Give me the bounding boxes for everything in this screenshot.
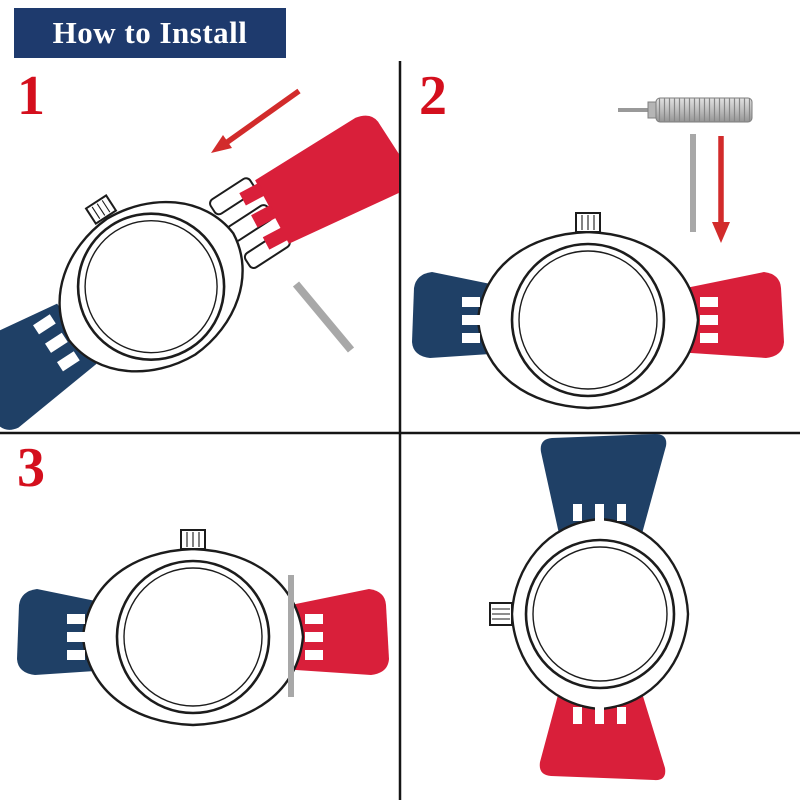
page-title: How to Install <box>52 15 248 50</box>
watch-dial <box>115 559 271 715</box>
crown-icon <box>84 194 118 225</box>
watch-dial <box>510 242 666 398</box>
watch-illustration <box>489 434 690 781</box>
strap-slots <box>67 614 323 660</box>
watch-illustration <box>17 529 389 727</box>
crown-icon <box>489 602 513 626</box>
step4-illustration <box>489 434 690 781</box>
watch-dial <box>76 212 226 361</box>
spring-bar-icon <box>288 575 294 697</box>
step-1-number: 1 <box>17 65 45 127</box>
step3-illustration <box>17 529 389 727</box>
crown-icon <box>180 529 206 550</box>
watch-illustration <box>412 212 784 410</box>
red-arrow-icon <box>211 88 301 153</box>
watch-illustration <box>0 177 291 430</box>
strap-slots <box>33 314 80 372</box>
detached-red-strap <box>239 115 399 250</box>
strap-slots <box>462 297 718 343</box>
blue-strap <box>540 434 667 552</box>
strap-slots <box>573 504 626 724</box>
spring-bar-icon <box>690 134 696 232</box>
spring-bar-icon <box>292 281 355 353</box>
watch-dial <box>524 538 676 690</box>
step-3-number: 3 <box>17 437 45 499</box>
red-strap <box>539 680 666 781</box>
step-2-number: 2 <box>419 65 447 127</box>
red-arrow-down-icon <box>712 136 730 243</box>
spring-bar-tool-icon <box>618 97 753 123</box>
step2-illustration <box>412 97 784 410</box>
crown-icon <box>575 212 601 233</box>
banner: How to Install <box>14 8 286 58</box>
step1-illustration <box>0 88 399 430</box>
